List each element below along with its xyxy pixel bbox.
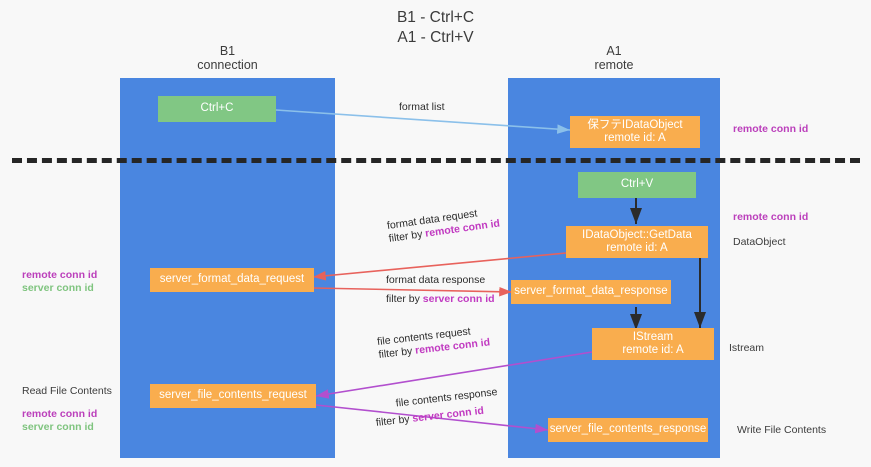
annotation-right-remote-conn-id-mid: remote conn id (733, 211, 809, 223)
edge-label-format-data-response-text: format data response (386, 274, 486, 286)
annotation-left-server-conn-id: server conn id (22, 282, 94, 294)
node-server-format-data-response[interactable]: server_format_data_response (511, 280, 671, 304)
edge-label-format-data-response-filter: filter by server conn id (386, 293, 495, 305)
annotation-right-istream: Istream (729, 342, 765, 354)
edge-label-file-contents-request: file contents request filter by remote c… (377, 323, 491, 362)
node-server-file-contents-response[interactable]: server_file_contents_response (548, 418, 708, 442)
phase-divider (12, 158, 860, 163)
node-idataobject[interactable]: 保フテIDataObject remote id: A (570, 116, 700, 148)
annotation-left-remote-conn-id: remote conn id (22, 269, 98, 281)
edge-label-format-data-response: format data response filter by server co… (386, 274, 495, 306)
edge-label-format-list: format list (399, 101, 445, 113)
edge-label-file-contents-response-filter: filter by server conn id (375, 404, 485, 429)
annotation-right-dataobject: DataObject (733, 236, 786, 248)
annotation-left-read-file-contents: Read File Contents (22, 385, 112, 397)
annotation-left-remote-conn-id-2: remote conn id (22, 408, 98, 420)
node-idataobject-getdata[interactable]: IDataObject::GetData remote id: A (566, 226, 708, 258)
edge-label-format-data-request: format data request filter by remote con… (386, 205, 501, 246)
edge-label-file-contents-response: file contents response filter by server … (373, 386, 500, 430)
swimlane-header-a1: A1 remote (594, 44, 634, 72)
node-ctrl-v[interactable]: Ctrl+V (578, 172, 696, 198)
node-istream[interactable]: IStream remote id: A (592, 328, 714, 360)
annotation-right-write-file-contents: Write File Contents (737, 424, 827, 436)
node-server-format-data-request[interactable]: server_format_data_request (150, 268, 314, 292)
annotation-right-remote-conn-id-top: remote conn id (733, 123, 809, 135)
node-server-file-contents-request[interactable]: server_file_contents_request (150, 384, 316, 408)
annotation-left-server-conn-id-2: server conn id (22, 421, 94, 433)
page-title: B1 - Ctrl+C A1 - Ctrl+V (396, 9, 475, 46)
node-ctrl-c[interactable]: Ctrl+C (158, 96, 276, 122)
swimlane-header-b1: B1 connection (197, 44, 258, 72)
